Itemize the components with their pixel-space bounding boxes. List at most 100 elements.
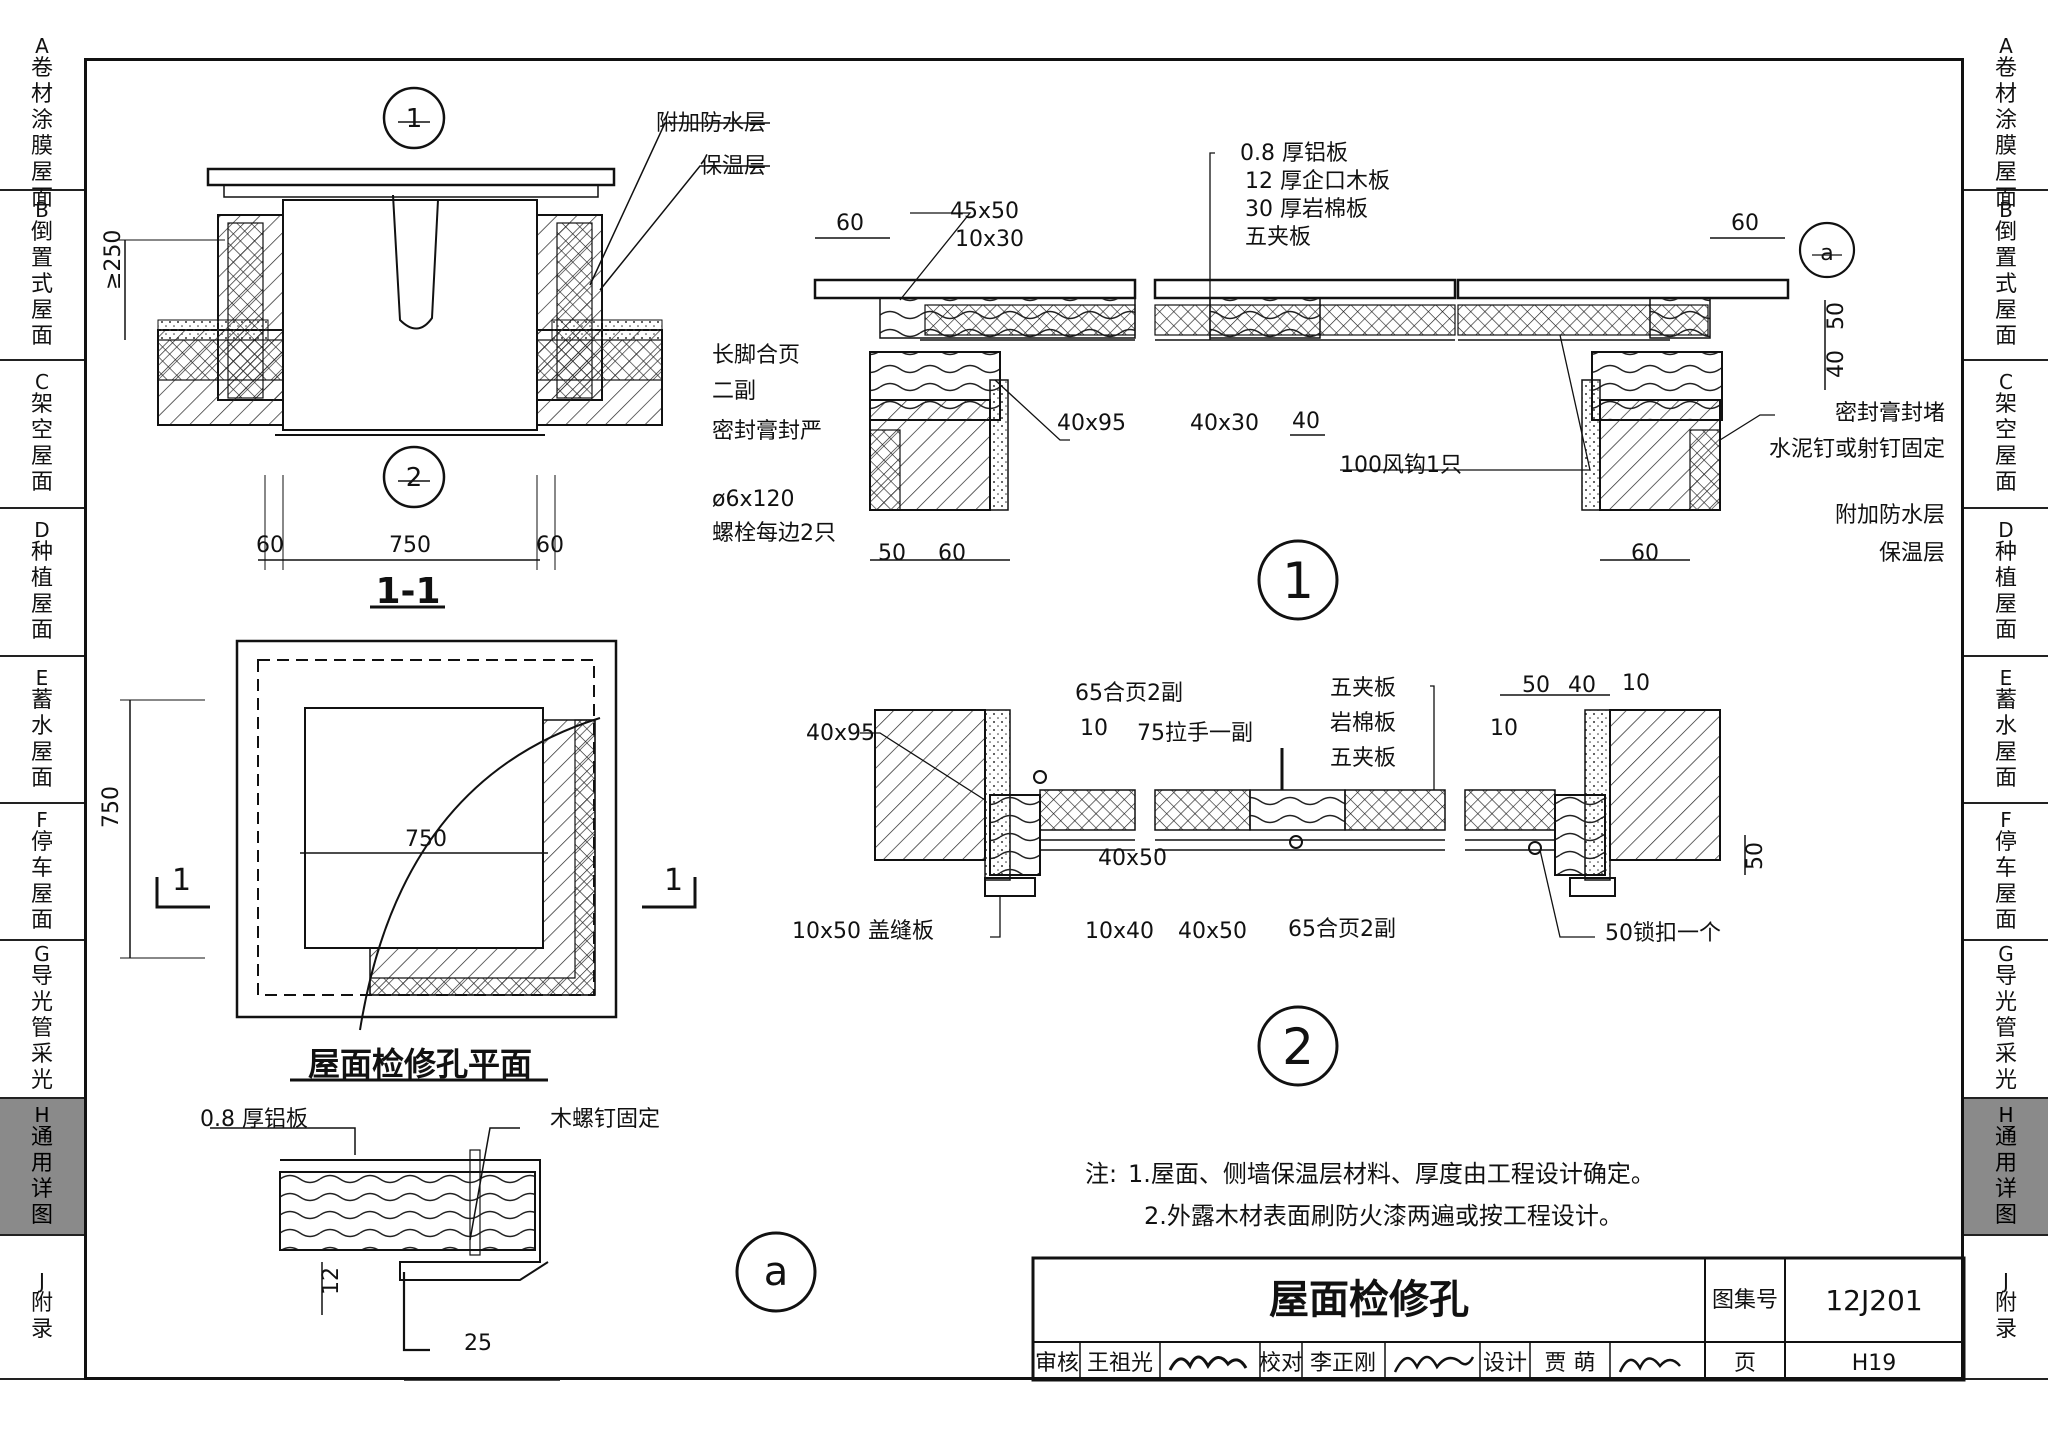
d2-dim50v: 50 [1743, 842, 1768, 870]
d1-dim-60-right: 60 [1731, 211, 1759, 236]
label-waterproof-1: 附加防水层 [656, 111, 766, 136]
sidebar-tab-char: 种 [30, 540, 53, 565]
sidebar-tab-char: 用 [1994, 1150, 2017, 1176]
d2-40x50b: 40x50 [1178, 919, 1247, 944]
sidebar-tab-char: 附 [30, 1291, 53, 1316]
sidebar-tab-char: 空 [30, 418, 53, 443]
signature-reviewer [1168, 1355, 1248, 1371]
d1-dim-10x30: 10x30 [955, 227, 1024, 252]
checker-name: 李正刚 [1310, 1351, 1376, 1376]
sidebar-tab-char: 面 [1994, 618, 2017, 643]
detail-2 [860, 685, 1746, 1087]
sidebar-tab-letter: B [35, 198, 49, 222]
sidebar-tab-letter: G [1998, 942, 2014, 966]
sidebar-tab-char: 置 [30, 246, 53, 271]
d2-dim10b: 10 [1622, 671, 1650, 696]
d2-dim10c: 10 [1490, 716, 1518, 741]
d1-dim60c: 60 [1631, 541, 1659, 566]
sidebar-tab-letter: F [36, 807, 48, 832]
sidebar-tab-letter: F [2000, 807, 2012, 832]
sidebar-tab-char: 蓄 [1994, 687, 2017, 713]
d1-dim-45x50: 45x50 [950, 199, 1019, 224]
sidebar-tab-char: 面 [1994, 765, 2017, 791]
d2-40x95: 40x95 [806, 721, 875, 746]
sidebar-tab-char: 停 [1994, 829, 2017, 855]
dim-750: 750 [389, 533, 431, 558]
sidebar-tab-char: 膜 [30, 133, 53, 159]
page-label: 页 [1734, 1351, 1756, 1376]
sidebar-tab-char: 膜 [1994, 133, 2017, 159]
sidebar-tab-char: 涂 [1994, 107, 2017, 133]
d2-40x50: 40x50 [1098, 846, 1167, 871]
sidebar-tab-char: 卷 [30, 55, 53, 81]
d1-insulation: 保温层 [1879, 541, 1945, 566]
d1-40x95: 40x95 [1057, 411, 1126, 436]
sidebar-tab-char: 屋 [30, 881, 53, 907]
sidebar-tab-char: 材 [1994, 81, 2017, 107]
sidebar-tab-letter: J [2003, 1269, 2009, 1293]
sidebar-tab-char: 水 [1994, 713, 2017, 739]
sidebar-tab-char: 屋 [30, 592, 53, 617]
sidebar-tab-char: 通 [1994, 1124, 2017, 1150]
detail-a-alu: 0.8 厚铝板 [200, 1107, 308, 1132]
sidebar-tab-letter: E [35, 665, 49, 690]
sidebar-tab-char: 空 [1994, 418, 2017, 443]
design-label: 设计 [1483, 1351, 1527, 1376]
detail2-number: 2 [1282, 1018, 1314, 1076]
signature-designer [1618, 1357, 1681, 1373]
sidebar-tab-char: 详 [30, 1176, 53, 1202]
sidebar-tab-char: 通 [30, 1124, 53, 1150]
d1-dim50v: 50 [1824, 302, 1849, 330]
d1-seal-block: 密封膏封堵 [1835, 401, 1945, 426]
d1-nail: 水泥钉或射钉固定 [1769, 437, 1945, 462]
sidebar-tab-char: 光 [30, 990, 53, 1015]
sidebar-tab-char: 管 [1994, 1016, 2017, 1041]
sidebar-tab-char: 停 [30, 829, 53, 855]
sidebar-tab-letter: J [39, 1269, 45, 1293]
detail1-number: 1 [1282, 552, 1314, 610]
layer-rockwool: 30 厚岩棉板 [1245, 197, 1368, 222]
d1-ref-a: a [1820, 241, 1833, 266]
atlas-no: 12J201 [1825, 1284, 1922, 1317]
sidebar-tab-letter: A [1999, 33, 2013, 58]
d2-65hinge: 65合页2副 [1075, 681, 1183, 706]
signature-checker [1393, 1355, 1475, 1373]
detail-1 [813, 152, 1856, 621]
sidebar-tab-letter: G [34, 942, 50, 966]
detail-a-dim25: 25 [464, 1331, 492, 1356]
d2-cover: 10x50 盖缝板 [792, 919, 934, 944]
sidebar-tab-char: 水 [30, 713, 53, 739]
sidebar-tab-char: 车 [1994, 855, 2017, 881]
notes-prefix: 注: [1085, 1160, 1117, 1188]
notes-line2: 2.外露木材表面刷防火漆两遍或按工程设计。 [1144, 1202, 1623, 1230]
reviewer-name: 王祖光 [1087, 1351, 1153, 1376]
dim-60-left: 60 [256, 533, 284, 558]
plan-cut-left: 1 [172, 863, 191, 898]
sidebar-tab-char: 面 [30, 470, 53, 495]
d2-dim50a: 50 [1522, 673, 1550, 698]
sidebar-tab-char: 置 [1994, 246, 2017, 271]
section-title: 1-1 [375, 571, 440, 612]
atlas-label: 图集号 [1712, 1288, 1778, 1313]
sidebar-tab-letter: D [34, 518, 50, 542]
sidebar-tab-letter: D [1998, 518, 2014, 542]
d1-waterproof: 附加防水层 [1835, 503, 1945, 528]
